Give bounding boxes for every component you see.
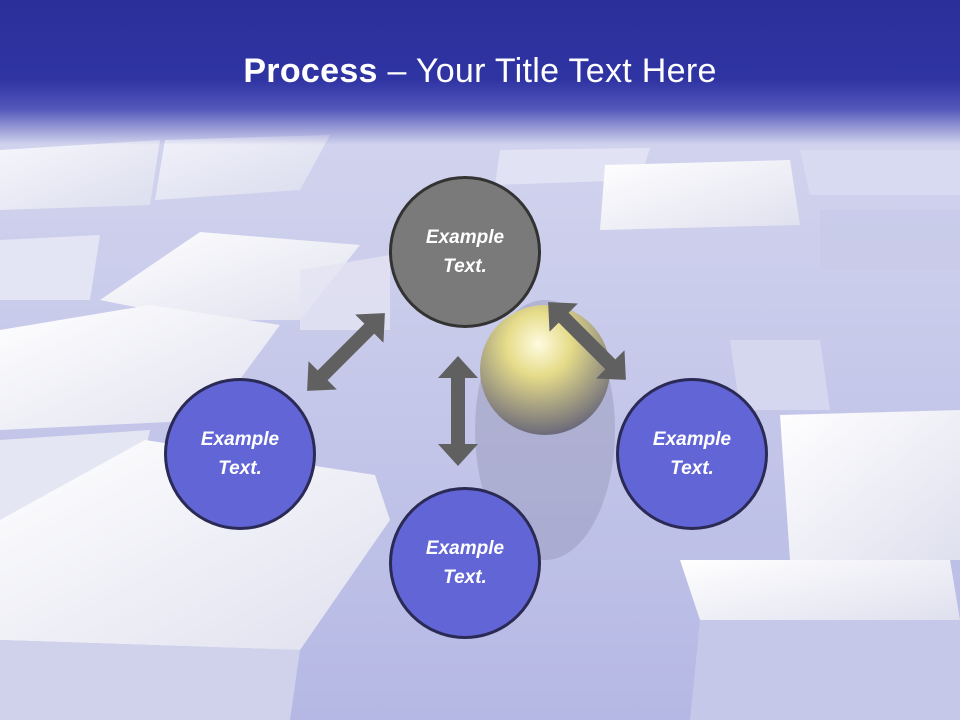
arrow-top-right: [533, 287, 641, 395]
arrow-top-left: [292, 298, 400, 406]
slide-title: Process – Your Title Text Here: [0, 52, 960, 91]
node-right-line2: Text.: [670, 458, 714, 479]
arrow-center-vertical: [438, 356, 478, 466]
title-bold: Process: [243, 52, 378, 90]
node-top-line2: Text.: [443, 256, 487, 277]
node-left-line2: Text.: [218, 458, 262, 479]
header-band: [0, 0, 960, 145]
node-bottom-line2: Text.: [443, 567, 487, 588]
node-bottom-line1: Example: [425, 538, 505, 559]
node-left-line1: Example: [200, 429, 280, 450]
title-rest: – Your Title Text Here: [377, 52, 717, 90]
node-top-line1: Example: [425, 227, 505, 248]
node-right-line1: Example: [652, 429, 732, 450]
